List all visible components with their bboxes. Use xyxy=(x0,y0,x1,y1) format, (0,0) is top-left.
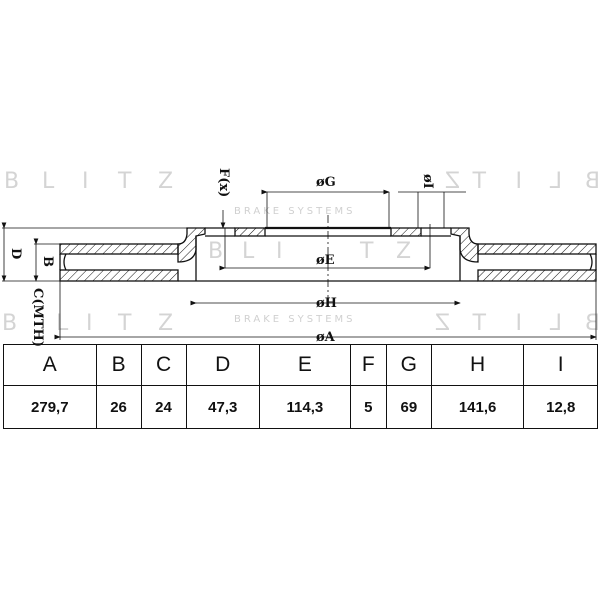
watermark-letter: Z xyxy=(158,169,173,194)
label-g: øG xyxy=(316,175,336,190)
header-cell: B xyxy=(95,344,142,386)
watermark-letter: T xyxy=(117,311,132,336)
table-value-row: 279,7 26 24 47,3 114,3 5 69 141,6 12,8 xyxy=(3,385,598,429)
watermark-letter: B xyxy=(585,169,600,194)
value-cell: 114,3 xyxy=(259,385,351,429)
table-header-row: A B C D E F G H I xyxy=(3,344,598,386)
header-cell: G xyxy=(385,344,432,386)
watermark-letter: Z xyxy=(396,239,411,264)
watermark-letter: Z xyxy=(445,169,460,194)
watermark-letter: Z xyxy=(435,311,450,336)
watermark-letter: B xyxy=(2,311,17,336)
watermark-tagline: BRAKE SYSTEMS xyxy=(234,206,356,217)
value-cell: 26 xyxy=(95,385,142,429)
watermark-letter: I xyxy=(516,169,523,194)
disc-section xyxy=(59,215,597,300)
watermark-letter: T xyxy=(359,239,374,264)
watermark-letter: B xyxy=(585,311,600,336)
watermark-letter: L xyxy=(42,169,55,194)
watermark-letter: L xyxy=(242,239,255,264)
label-b: B xyxy=(40,256,55,267)
header-cell: H xyxy=(430,344,525,386)
watermark-letter: T xyxy=(472,169,487,194)
watermark-letter: L xyxy=(56,311,69,336)
watermark-letter: B xyxy=(208,239,223,264)
watermark-letter: Z xyxy=(158,311,173,336)
value-cell: 141,6 xyxy=(430,385,525,429)
label-d: D xyxy=(8,248,23,259)
value-cell: 47,3 xyxy=(185,385,261,429)
value-cell: 279,7 xyxy=(3,385,97,429)
watermark-bottom: B L I T Z BRAKE SYSTEMS B L I T Z xyxy=(2,311,600,336)
header-cell: C xyxy=(140,344,187,386)
watermark-top: B L I T Z BRAKE SYSTEMS B L I T Z xyxy=(4,169,600,217)
label-h: øH xyxy=(316,296,337,311)
label-c: C(MTH) xyxy=(30,288,45,347)
watermark-tagline: BRAKE SYSTEMS xyxy=(234,314,356,325)
watermark-letter: T xyxy=(472,311,487,336)
value-cell: 24 xyxy=(140,385,187,429)
label-f: F(x) xyxy=(216,168,231,197)
watermark-letter: L xyxy=(549,311,562,336)
value-cell: 12,8 xyxy=(523,385,598,429)
header-cell: I xyxy=(523,344,598,386)
dimension-lines xyxy=(1,189,597,340)
label-i: øI xyxy=(420,174,435,189)
value-cell: 69 xyxy=(385,385,432,429)
dimensions-table: A B C D E F G H I 279,7 26 24 47,3 114,3… xyxy=(3,344,598,429)
watermark-letter: I xyxy=(86,311,93,336)
value-cell: 5 xyxy=(349,385,387,429)
watermark-letter: I xyxy=(82,169,89,194)
watermark-middle: B L I T Z xyxy=(208,239,411,264)
header-cell: E xyxy=(259,344,351,386)
watermark-letter: I xyxy=(276,239,283,264)
header-cell: D xyxy=(185,344,261,386)
header-cell: F xyxy=(349,344,387,386)
watermark-letter: I xyxy=(516,311,523,336)
label-e: øE xyxy=(316,253,335,268)
watermark-letter: B xyxy=(4,169,19,194)
watermark-letter: T xyxy=(117,169,132,194)
header-cell: A xyxy=(3,344,97,386)
watermark-letter: L xyxy=(549,169,562,194)
label-a: øA xyxy=(316,330,336,345)
